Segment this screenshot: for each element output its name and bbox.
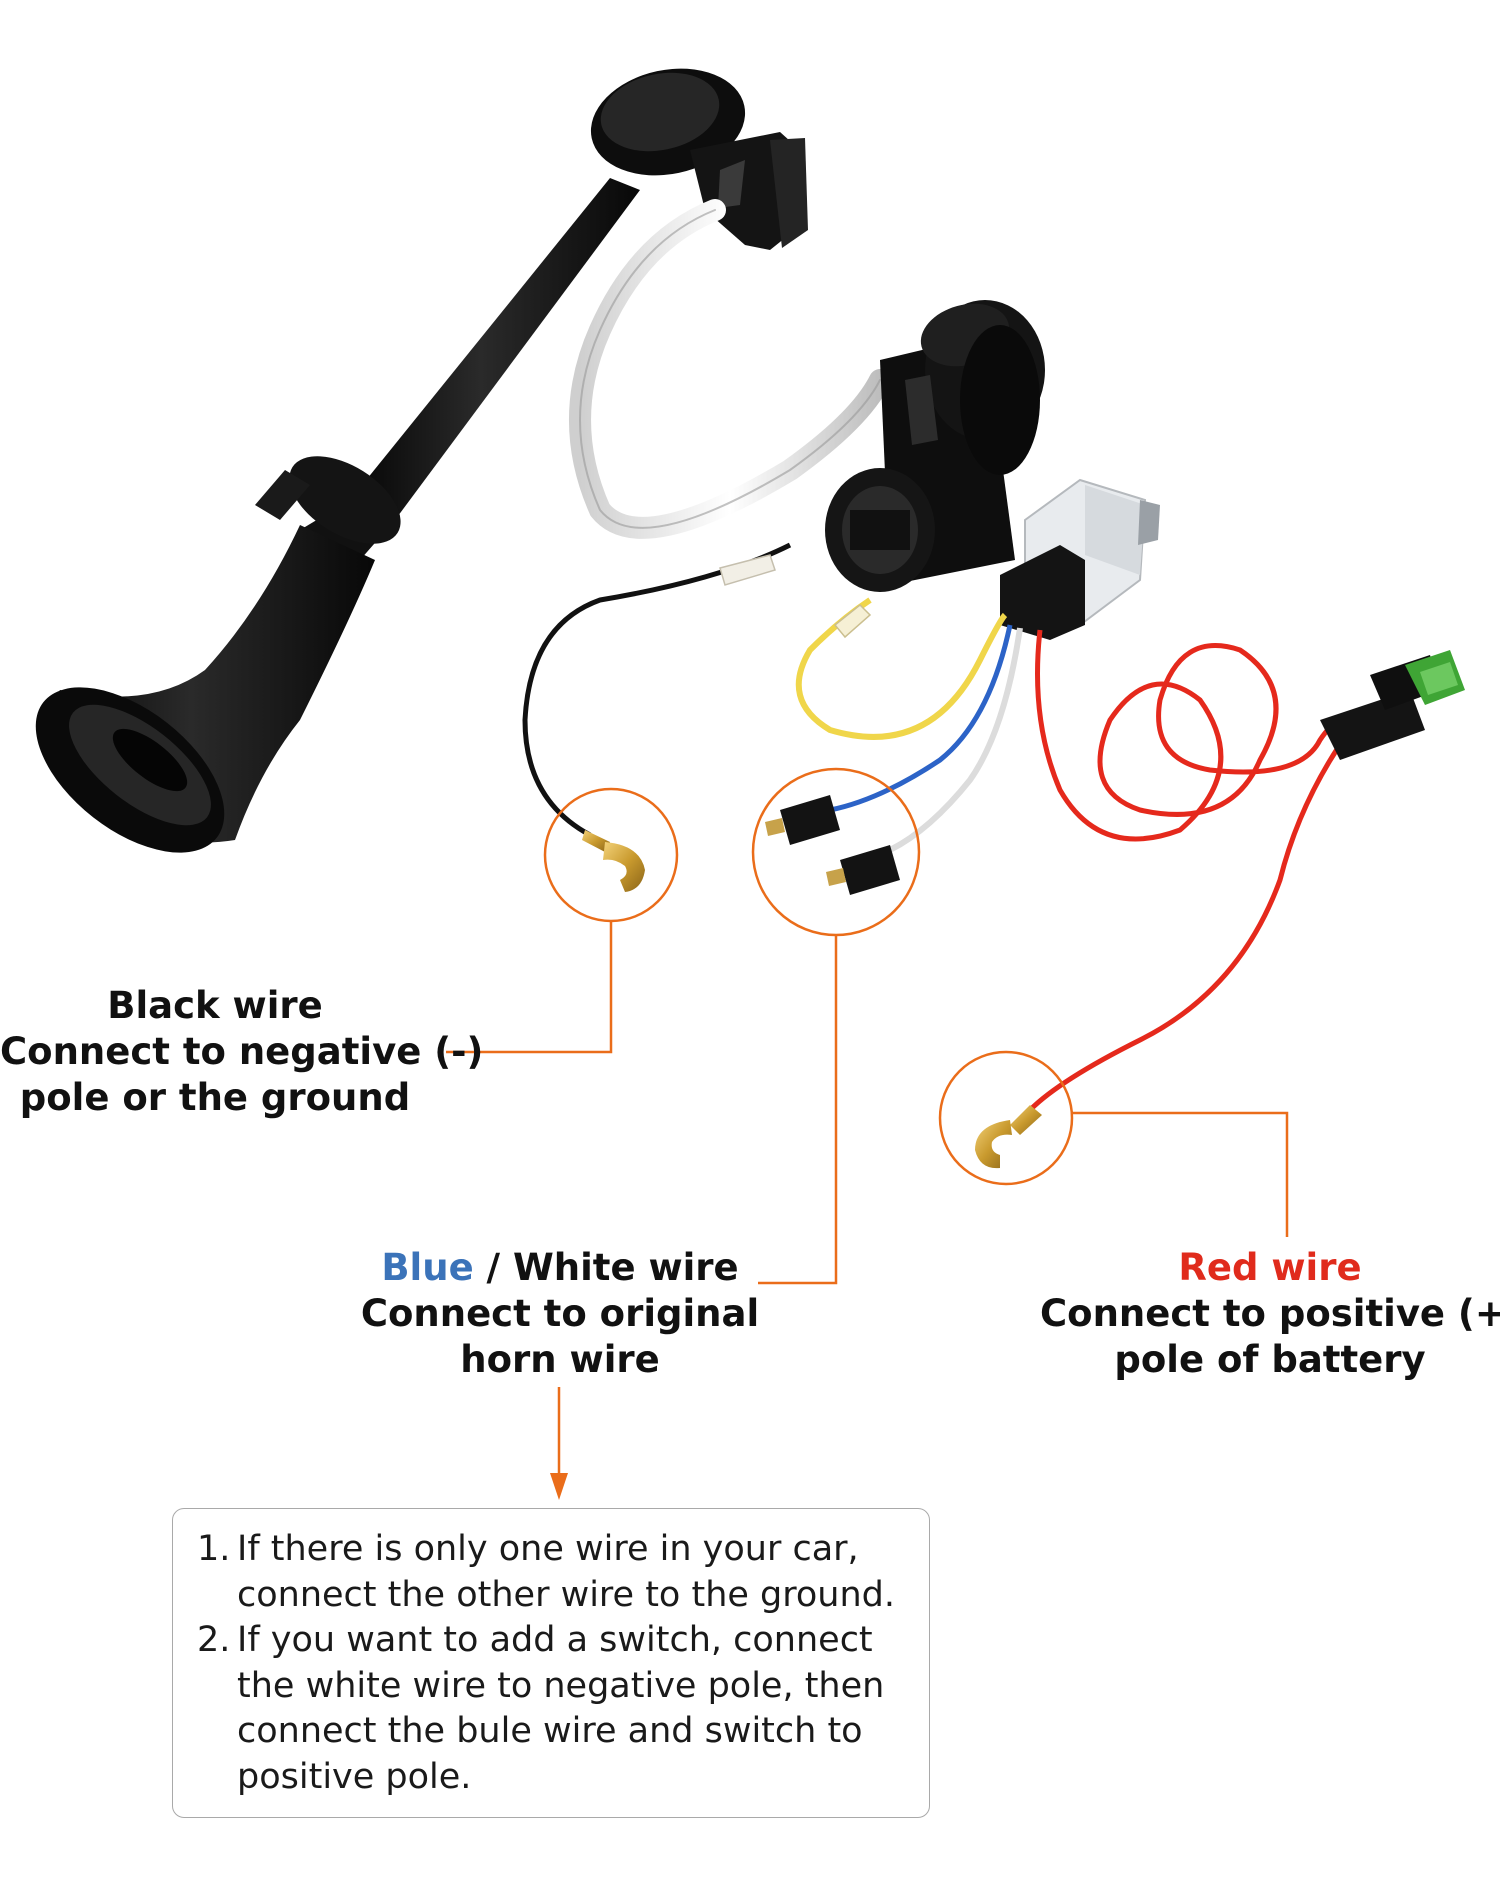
down-arrow-icon [550,1473,568,1500]
black-wire-title: Black wire [107,984,323,1027]
black-wire-instruction-1: Connect to negative (-) [0,1030,484,1073]
air-compressor [825,300,1045,592]
relay [1000,478,1160,640]
tips-list: 1. If there is only one wire in your car… [197,1527,907,1800]
callout-blue-white [550,767,921,1500]
red-wire-instruction-1: Connect to positive (+) [1040,1292,1500,1335]
blue-white-wire-label: Blue / White wire Connect to original ho… [330,1245,790,1383]
tip-item: 1. If there is only one wire in your car… [197,1527,907,1618]
black-wire-instruction-2: pole or the ground [19,1076,411,1119]
blue-white-wire-spade-connectors [765,795,900,895]
red-wire-fork-terminal [975,1105,1042,1169]
white-wire-word: / White wire [473,1246,739,1289]
callout-black [446,787,679,1054]
blue-wire [829,624,1013,813]
blue-word: Blue [381,1246,474,1289]
red-wire-title: Red wire [1178,1246,1362,1289]
tip-number: 1. [197,1529,231,1569]
red-wire-label: Red wire Connect to positive (+) pole of… [1040,1245,1500,1383]
black-wire-fork-terminal [582,830,645,892]
red-wire-instruction-2: pole of battery [1114,1338,1426,1381]
air-tube [569,199,891,539]
blue-white-wire-title: Blue / White wire [330,1245,790,1291]
tip-number: 2. [197,1620,231,1660]
black-wire-label: Black wire Connect to negative (-) pole … [0,983,484,1121]
black-wire [522,542,792,838]
callout-red [938,1050,1289,1237]
tip-item: 2. If you want to add a switch, connect … [197,1618,907,1800]
fuse-holder [1320,650,1465,760]
yellow-wire [795,597,1008,740]
tip-text: If you want to add a switch, connect the… [237,1620,885,1797]
red-wire [1035,629,1353,842]
blue-white-wire-instruction-1: Connect to original [360,1292,760,1335]
trumpet-horn [35,68,808,853]
blue-white-wire-instruction-2: horn wire [460,1338,660,1381]
tips-box: 1. If there is only one wire in your car… [172,1508,930,1818]
tip-text: If there is only one wire in your car, c… [237,1529,895,1615]
